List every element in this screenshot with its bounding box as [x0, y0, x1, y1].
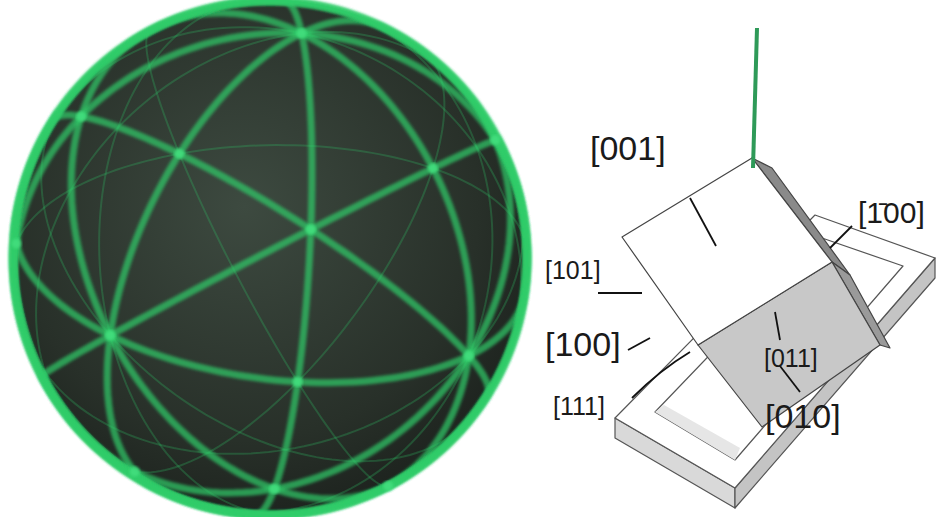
direction-label: [111] — [553, 393, 605, 421]
major-band — [13, 1, 510, 493]
zone-axis — [428, 163, 438, 173]
direction-label: [1̄00] — [858, 196, 925, 229]
zone-axis — [464, 351, 474, 361]
zone-axis — [306, 224, 316, 234]
zone-axis — [383, 481, 393, 491]
minor-band — [36, 32, 527, 515]
major-band — [15, 1, 527, 383]
zone-axis — [490, 135, 500, 145]
leader-line — [775, 312, 780, 340]
beam-line — [753, 28, 757, 168]
major-band — [71, 1, 527, 499]
leader-line — [628, 338, 650, 350]
leader-line — [830, 226, 852, 248]
major-band — [13, 1, 312, 515]
direction-label: [001] — [590, 130, 666, 167]
direction-label: [011] — [764, 345, 818, 373]
leader-line — [632, 352, 690, 398]
zone-axis — [130, 467, 140, 477]
holder-inner-wall — [655, 405, 740, 460]
zone-axis — [174, 149, 184, 159]
crystal-cube — [622, 158, 890, 427]
zone-axis — [105, 330, 115, 340]
kikuchi-bands — [11, 1, 527, 515]
major-band — [15, 33, 527, 515]
zone-axis — [297, 28, 307, 38]
direction-label: [010] — [765, 398, 841, 435]
sphere-ground — [13, 1, 527, 515]
zone-axis — [76, 111, 86, 121]
major-band — [42, 140, 527, 515]
leader-line — [598, 292, 642, 294]
zone-axis — [11, 239, 21, 249]
leader-lines — [598, 198, 852, 398]
direction-label: [101] — [545, 257, 601, 285]
cube-face — [622, 158, 832, 345]
minor-band — [41, 1, 527, 461]
direction-label: [100] — [545, 326, 621, 363]
zone-axis — [269, 484, 279, 494]
leader-line — [690, 198, 716, 246]
kikuchi-sphere — [11, 1, 527, 515]
zone-axis — [293, 377, 303, 387]
